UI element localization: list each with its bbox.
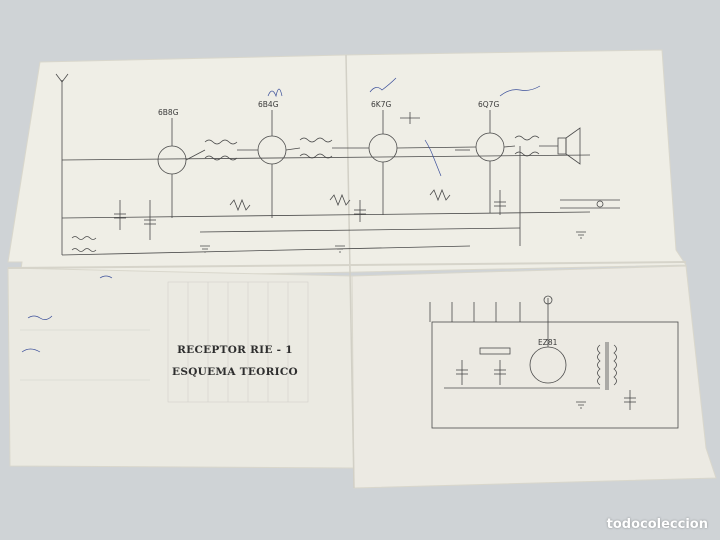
watermark: todocoleccion (606, 517, 708, 532)
tube-label: 6K7G (371, 100, 392, 109)
tube-label: 6B4G (258, 100, 279, 109)
tube-label: EZ81 (538, 338, 558, 347)
power-supply-drawing (429, 295, 679, 429)
document-subtitle: ESQUEMA TEORICO (172, 366, 298, 378)
handwritten-notes (21, 77, 541, 353)
lower-right-sheet-half (351, 265, 717, 489)
tube-label: 6Q7G (478, 100, 500, 109)
horizontal-fold (7, 261, 687, 269)
faint-table (20, 281, 309, 403)
circuit-drawing (55, 73, 620, 256)
tube-label: 6B8G (158, 108, 179, 117)
upper-sheet-half (7, 49, 687, 279)
document-title: RECEPTOR RIE - 1 (177, 344, 293, 356)
vertical-fold (345, 54, 355, 489)
